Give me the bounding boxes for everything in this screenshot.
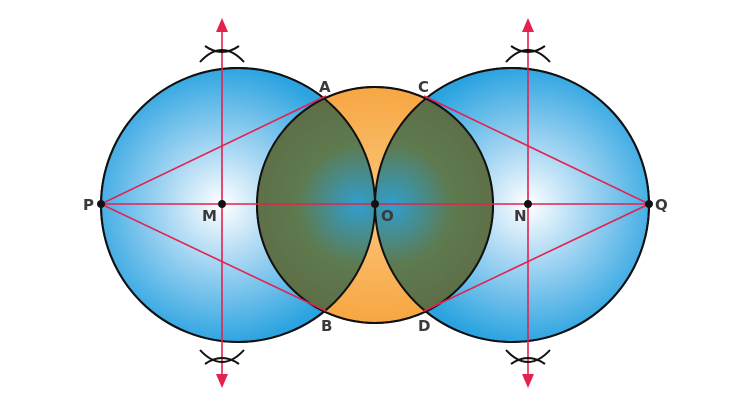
dot-P (97, 200, 105, 208)
arrow-up-right (522, 18, 534, 32)
line-QD (423, 203, 650, 312)
dot-Q (645, 200, 653, 208)
arrowheads (216, 18, 534, 388)
point-dots (97, 200, 653, 208)
arc-top-left-1 (199, 49, 245, 63)
arc-top-right-2 (510, 45, 546, 53)
label-D: D (418, 317, 430, 335)
arrow-down-right (522, 374, 534, 388)
arrow-up-left (216, 18, 228, 32)
construction-arcs (199, 45, 551, 365)
label-P: P (83, 196, 94, 214)
overlap-left (257, 87, 375, 323)
arrow-down-left (216, 374, 228, 388)
label-A: A (319, 78, 331, 96)
arc-bottom-right-1 (505, 349, 551, 363)
label-M: M (202, 207, 217, 225)
overlap-right (375, 87, 493, 323)
arc-top-left-2 (204, 45, 240, 53)
dot-N (524, 200, 532, 208)
label-B: B (321, 317, 332, 335)
arc-top-right-1 (505, 49, 551, 63)
arc-bottom-left-1 (199, 349, 245, 363)
label-O: O (381, 207, 394, 225)
line-PA (100, 95, 327, 205)
dot-O (371, 200, 379, 208)
label-C: C (418, 78, 429, 96)
line-QC (423, 95, 650, 205)
arc-bottom-right-2 (510, 357, 546, 365)
label-Q: Q (655, 196, 668, 214)
line-PB (100, 203, 327, 312)
arc-bottom-left-2 (204, 357, 240, 365)
label-N: N (514, 207, 527, 225)
dot-M (218, 200, 226, 208)
